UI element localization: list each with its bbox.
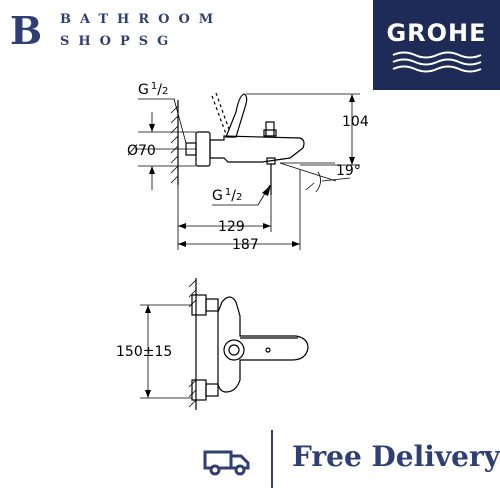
brand-line-1: BATHROOM — [60, 12, 223, 27]
grohe-wordmark: GROHE — [386, 19, 487, 47]
dimension-arrowheads — [149, 94, 355, 247]
dim-129-label: 129 — [218, 219, 245, 235]
diameter-label: Ø70 — [127, 143, 156, 159]
angle-19-label: 19° — [336, 163, 361, 179]
front-arrowheads — [145, 305, 151, 398]
brand-letter: B — [10, 8, 43, 53]
footer-divider — [271, 430, 273, 488]
dim-150-label: 150±15 — [116, 344, 172, 360]
bathroom-shopsg-logo: B BATHROOM SHOPSG — [10, 10, 260, 60]
front-view — [140, 278, 309, 410]
truck-icon — [203, 450, 250, 476]
height-104-label: 104 — [342, 114, 369, 130]
side-view — [135, 92, 360, 250]
grohe-waves-icon — [392, 51, 482, 73]
brand-line-2: SHOPSG — [60, 34, 178, 49]
dim-187-label: 187 — [232, 237, 259, 253]
grohe-logo: GROHE — [373, 0, 500, 90]
free-delivery-text: Free Delivery — [292, 440, 500, 473]
